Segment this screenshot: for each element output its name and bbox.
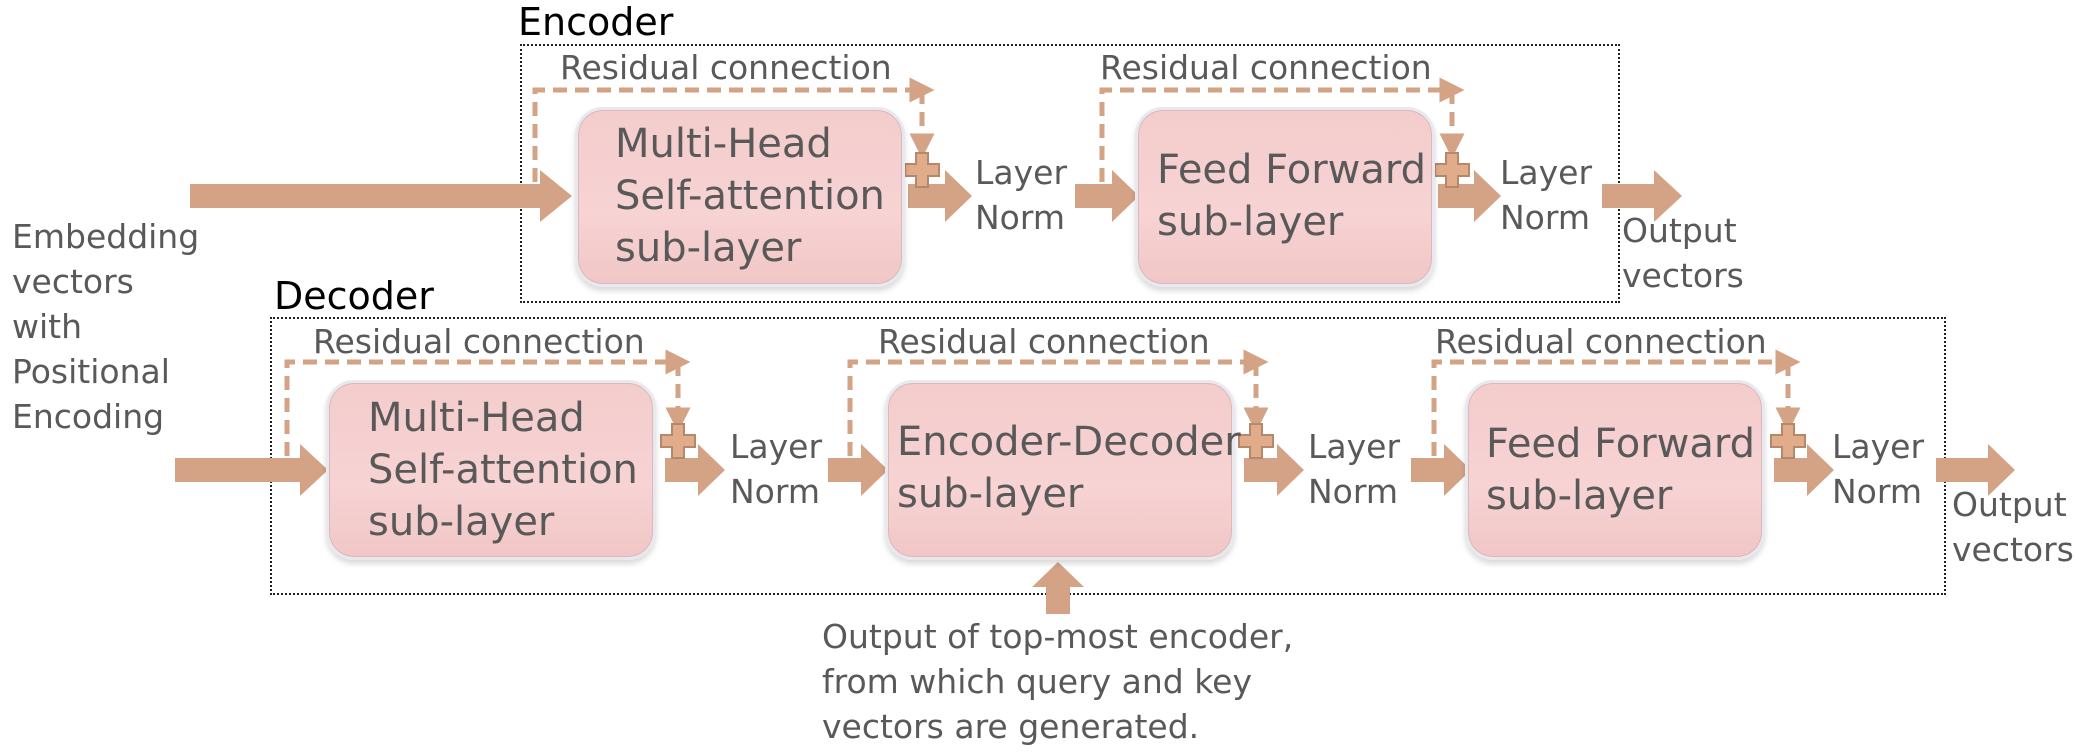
encoder-add-1-icon xyxy=(904,152,940,188)
encoder-output-note: Output of top-most encoder, from which q… xyxy=(822,617,1294,746)
encoder-output-label: Output vectors xyxy=(1622,211,1744,295)
decoder-residual-label-1: Residual connection xyxy=(313,322,645,361)
encoder-output-arrow xyxy=(1602,170,1682,222)
encoder-residual-label-1: Residual connection xyxy=(560,48,892,87)
encoder-add-2-icon xyxy=(1434,152,1470,188)
decoder-residual-label-2: Residual connection xyxy=(878,322,1210,361)
decoder-add-2-icon xyxy=(1238,423,1274,459)
decoder-residual-2 xyxy=(847,349,1269,456)
decoder-arrow-5 xyxy=(1411,444,1471,496)
encoder-layer-norm-1: Layer Norm xyxy=(975,153,1068,237)
encoder-frame xyxy=(520,44,1620,303)
decoder-arrow-6 xyxy=(1774,444,1834,496)
decoder-self-attention-text: Multi-Head Self-attention sub-layer xyxy=(368,395,638,545)
encoder-residual-1 xyxy=(532,77,935,182)
encoder-title: Encoder xyxy=(518,0,674,44)
decoder-output-arrow xyxy=(1936,444,2015,496)
decoder-frame xyxy=(270,317,1946,595)
decoder-layer-norm-2: Layer Norm xyxy=(1308,427,1401,511)
decoder-layer-norm-3: Layer Norm xyxy=(1832,427,1925,511)
decoder-residual-label-3: Residual connection xyxy=(1435,322,1767,361)
decoder-residual-3 xyxy=(1431,349,1801,456)
decoder-encoder-decoder-text: Encoder-Decoder sub-layer xyxy=(897,419,1241,517)
encoder-output-up-arrow xyxy=(1032,562,1084,614)
decoder-input-arrow xyxy=(175,444,328,496)
decoder-output-label: Output vectors xyxy=(1952,485,2074,569)
encoder-feed-forward-block xyxy=(1135,107,1435,287)
decoder-add-1-icon xyxy=(660,423,696,459)
decoder-feed-forward-text: Feed Forward sub-layer xyxy=(1486,421,1756,519)
encoder-input-arrow xyxy=(190,170,572,222)
decoder-residual-1 xyxy=(284,349,691,456)
input-embedding-label: Embedding vectors with Positional Encodi… xyxy=(12,217,200,436)
encoder-self-attention-block xyxy=(575,107,905,287)
decoder-self-attention-block xyxy=(326,380,656,560)
decoder-add-3-icon xyxy=(1770,423,1806,459)
decoder-arrow-2 xyxy=(665,444,725,496)
decoder-layer-norm-1: Layer Norm xyxy=(730,427,823,511)
encoder-arrow-4 xyxy=(1438,170,1501,222)
decoder-encoder-decoder-block xyxy=(885,380,1235,560)
decoder-feed-forward-block xyxy=(1465,380,1765,560)
decoder-arrow-3 xyxy=(828,444,888,496)
encoder-feed-forward-text: Feed Forward sub-layer xyxy=(1157,147,1427,245)
encoder-arrow-2 xyxy=(908,170,972,222)
encoder-residual-label-2: Residual connection xyxy=(1100,48,1432,87)
decoder-title: Decoder xyxy=(274,274,434,318)
encoder-layer-norm-2: Layer Norm xyxy=(1500,153,1593,237)
encoder-self-attention-text: Multi-Head Self-attention sub-layer xyxy=(615,121,885,271)
decoder-arrow-4 xyxy=(1244,444,1304,496)
encoder-residual-2 xyxy=(1099,77,1465,182)
encoder-arrow-3 xyxy=(1075,170,1139,222)
